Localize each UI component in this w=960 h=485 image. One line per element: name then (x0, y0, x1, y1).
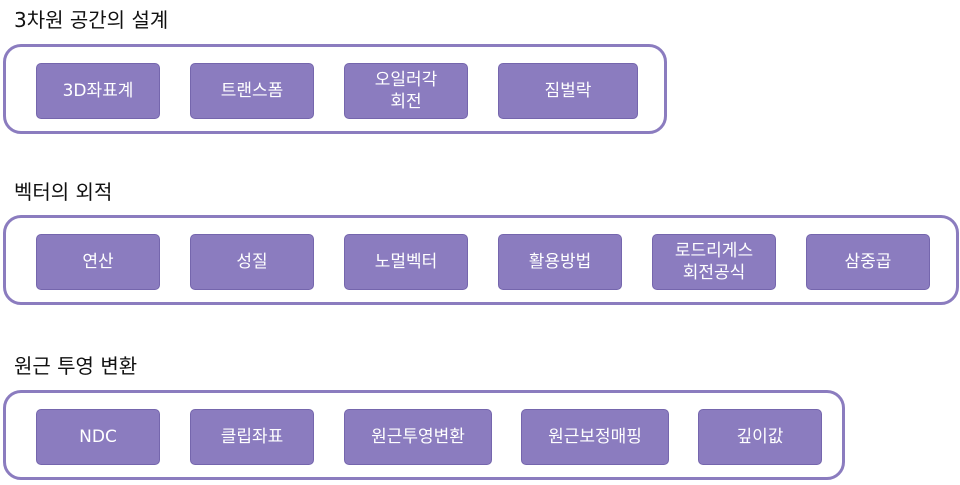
node-ndc[interactable]: NDC (36, 409, 160, 465)
node-depth-value[interactable]: 깊이값 (698, 409, 822, 465)
node-transform[interactable]: 트랜스폼 (190, 63, 314, 119)
node-perspective-correct-mapping[interactable]: 원근보정매핑 (521, 409, 669, 465)
node-properties[interactable]: 성질 (190, 234, 314, 290)
node-usage[interactable]: 활용방법 (498, 234, 622, 290)
node-euler-rotation[interactable]: 오일러각 회전 (344, 63, 468, 119)
node-normal-vector[interactable]: 노멀벡터 (344, 234, 468, 290)
node-operation[interactable]: 연산 (36, 234, 160, 290)
section-title-cross-product: 벡터의 외적 (14, 180, 113, 204)
group-cross-product: 연산 성질 노멀벡터 활용방법 로드리게스 회전공식 삼중곱 (3, 215, 959, 305)
section-title-perspective: 원근 투영 변환 (14, 354, 138, 378)
group-perspective: NDC 클립좌표 원근투영변환 원근보정매핑 깊이값 (3, 390, 845, 480)
node-gimbal-lock[interactable]: 짐벌락 (498, 63, 638, 119)
node-triple-product[interactable]: 삼중곱 (806, 234, 930, 290)
node-perspective-projection[interactable]: 원근투영변환 (344, 409, 492, 465)
group-3d-space: 3D좌표계 트랜스폼 오일러각 회전 짐벌락 (3, 44, 667, 134)
node-clip-coordinates[interactable]: 클립좌표 (190, 409, 314, 465)
node-rodrigues-formula[interactable]: 로드리게스 회전공식 (652, 234, 776, 290)
section-title-3d-space: 3차원 공간의 설계 (14, 8, 169, 32)
node-3d-coordinate-system[interactable]: 3D좌표계 (36, 63, 160, 119)
